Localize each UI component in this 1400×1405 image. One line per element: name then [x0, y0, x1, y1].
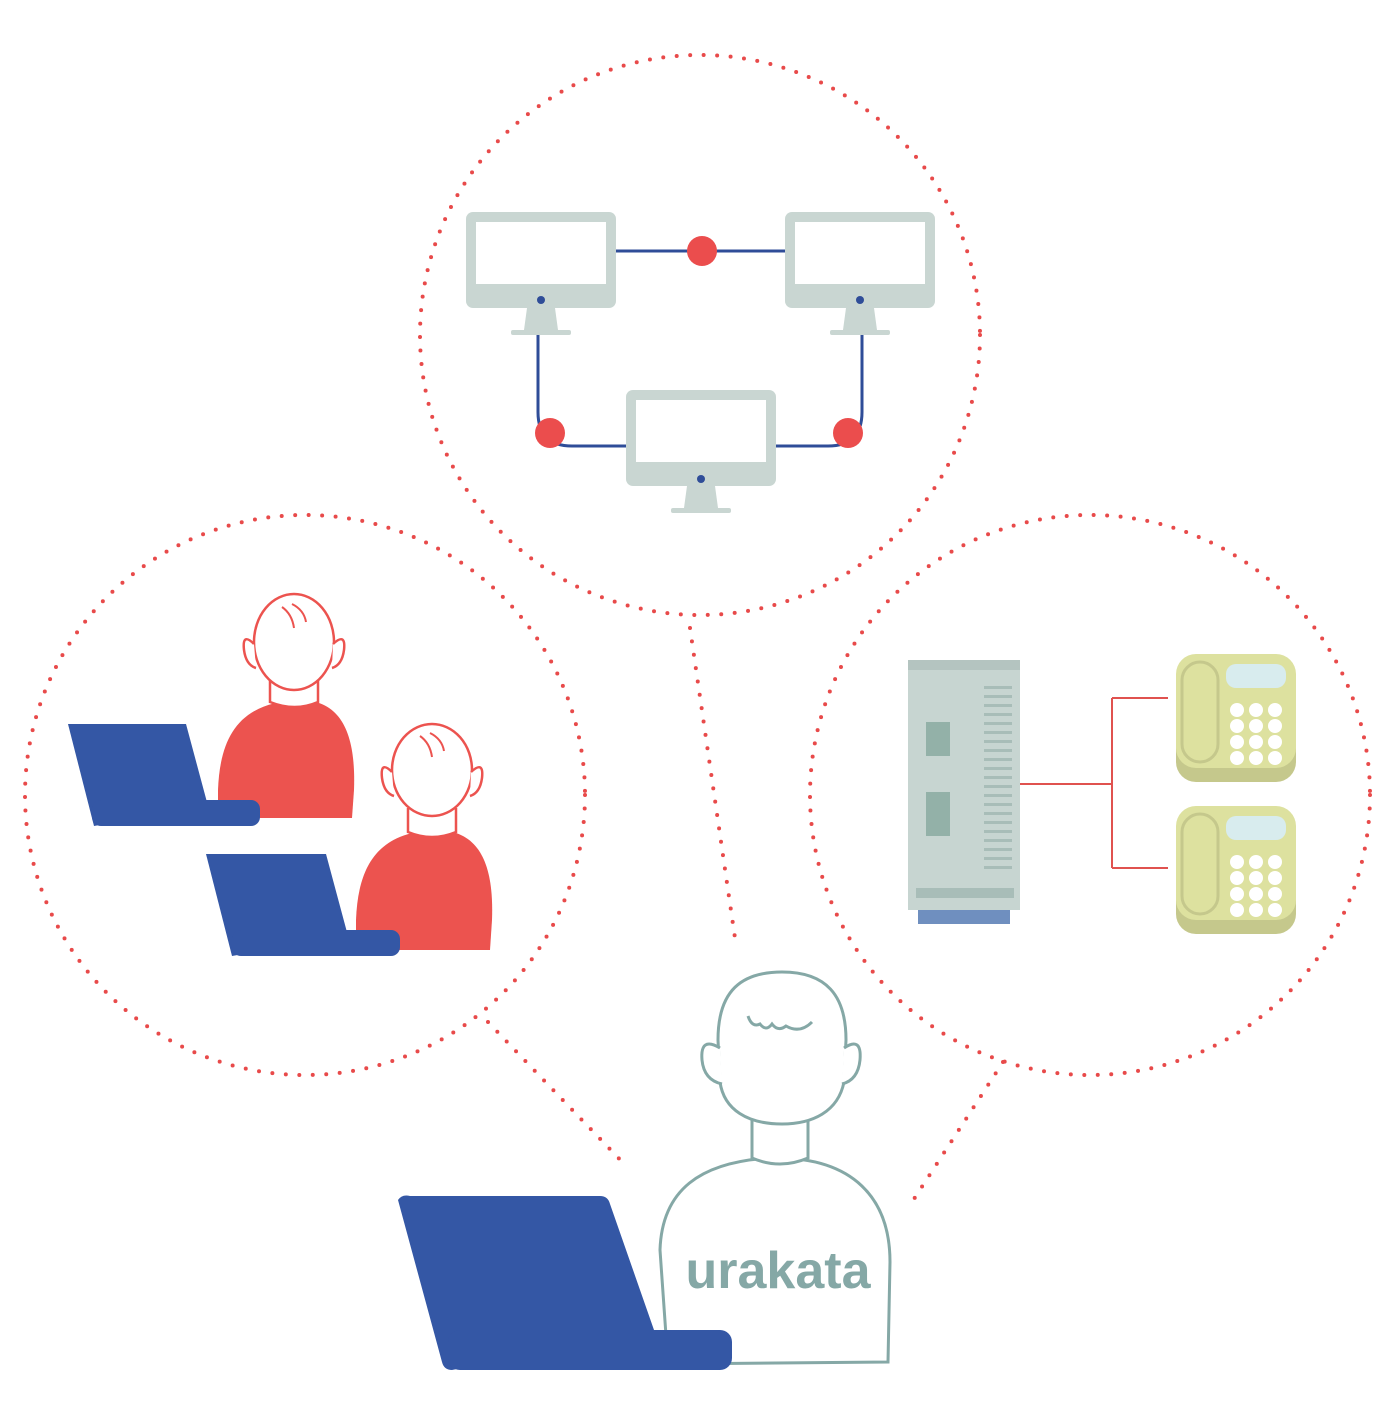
person-icon [218, 592, 355, 818]
telephony-circle [808, 513, 1372, 1077]
network-node [833, 418, 863, 448]
server-tower-icon [908, 660, 1020, 924]
laptop-icon [68, 724, 260, 826]
center-operator: urakata [398, 970, 892, 1370]
desk-phone-icon [1176, 654, 1296, 782]
desk-phone-icon [1176, 806, 1296, 934]
connector-telephony [910, 1060, 1005, 1204]
telephony-cluster [908, 654, 1296, 934]
person-icon [356, 722, 493, 950]
monitor-icon [466, 212, 616, 335]
team-cluster [68, 592, 493, 956]
monitor-icon [626, 390, 776, 513]
person-icon: urakata [658, 970, 892, 1366]
laptop-icon [206, 854, 400, 956]
team-circle [23, 513, 587, 1077]
network-circle [418, 53, 982, 617]
laptop-icon [398, 1195, 732, 1370]
network-node [687, 236, 717, 266]
network-cluster [466, 212, 935, 513]
monitor-icon [785, 212, 935, 335]
connector-team [486, 1020, 630, 1170]
connector-network [688, 626, 738, 947]
shirt-logo-text: urakata [686, 1242, 872, 1300]
dotted-circles [23, 53, 1372, 1204]
network-node [535, 418, 565, 448]
pbx-wiring [1020, 697, 1168, 869]
